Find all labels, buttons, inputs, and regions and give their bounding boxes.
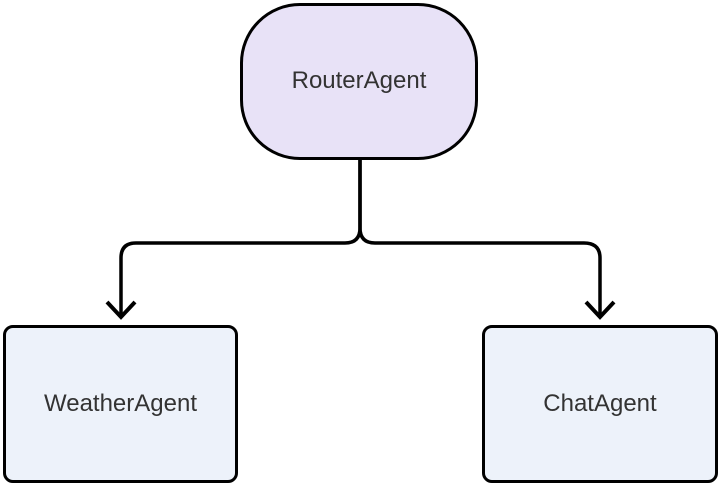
- node-router-agent: RouterAgent: [240, 3, 478, 160]
- node-weather-agent: WeatherAgent: [3, 325, 238, 483]
- arrowhead-down-icon: [105, 300, 137, 320]
- arrowhead-down-icon: [584, 300, 616, 320]
- edge-router-to-weather: [119, 159, 362, 317]
- node-chat-agent-label: ChatAgent: [543, 389, 657, 417]
- node-chat-agent: ChatAgent: [482, 325, 718, 483]
- node-weather-agent-label: WeatherAgent: [44, 389, 197, 417]
- node-router-agent-label: RouterAgent: [291, 67, 427, 95]
- edge-router-to-chat: [358, 159, 602, 317]
